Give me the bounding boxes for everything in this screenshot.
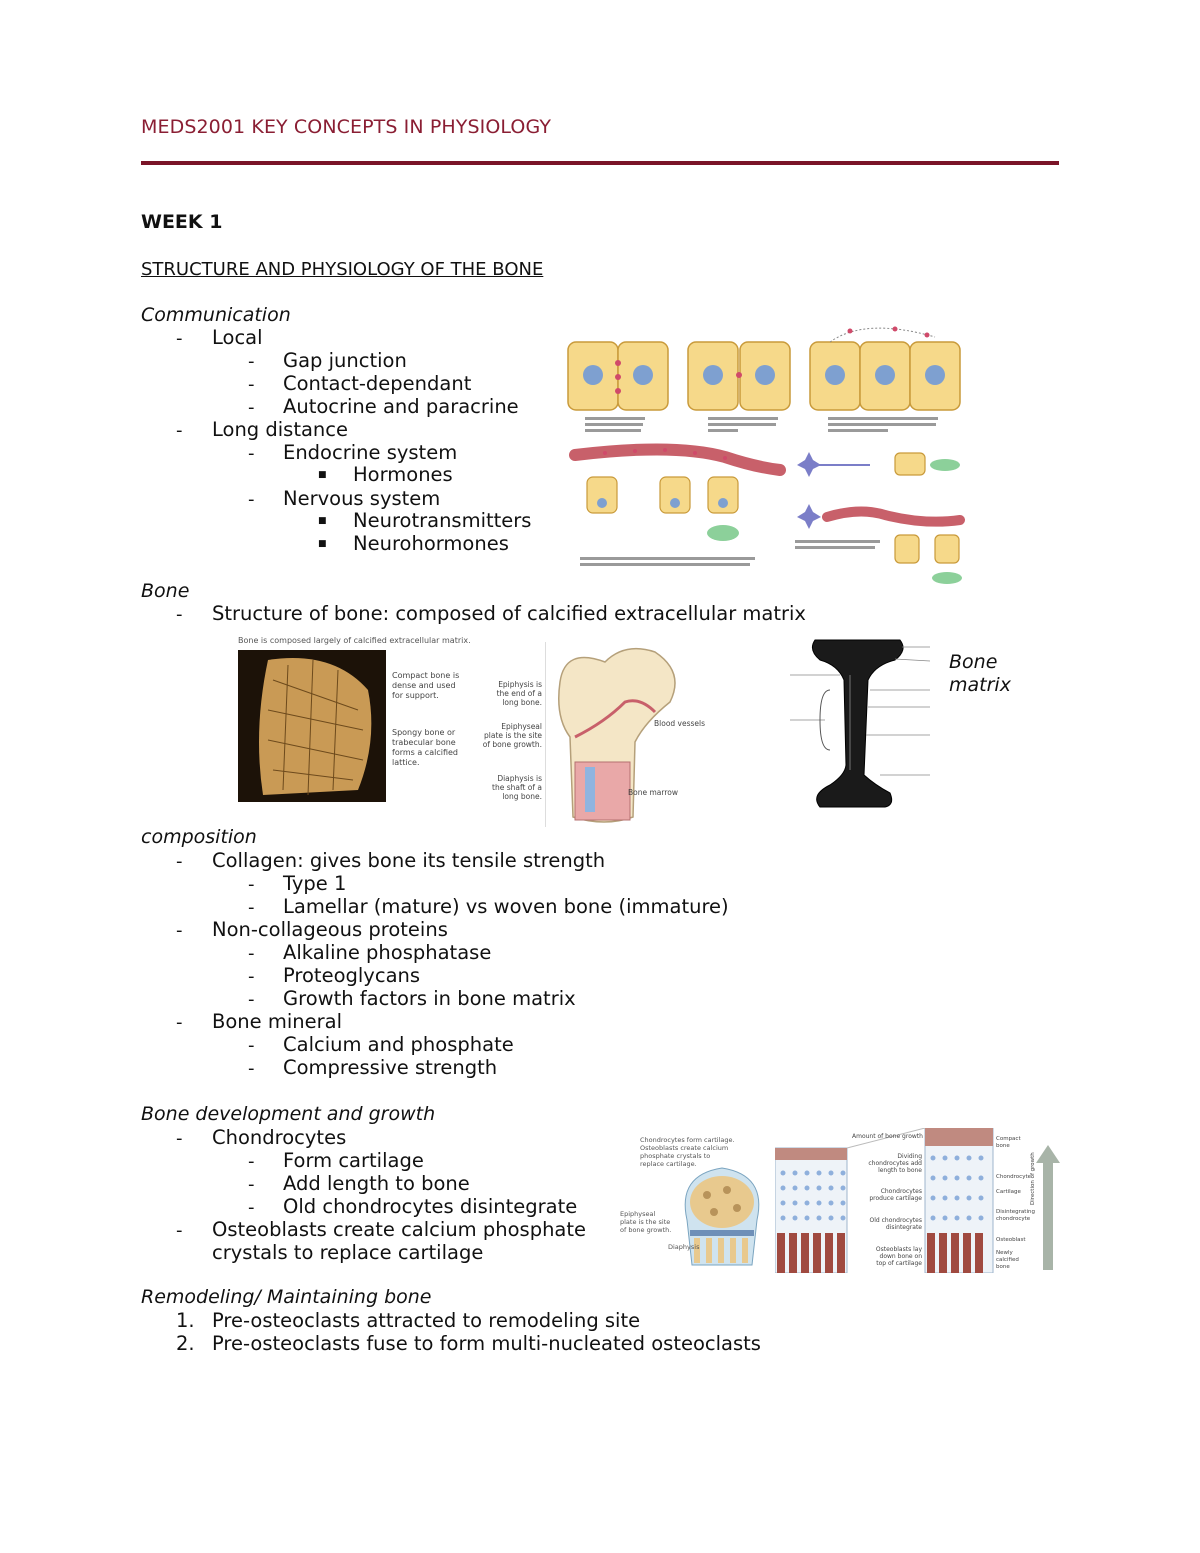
bullet-icon: ■ (318, 470, 327, 480)
list-item: Neurohormones (353, 532, 509, 555)
list-item: Form cartilage (283, 1149, 424, 1172)
list-item: Add length to bone (283, 1172, 470, 1195)
list-item: Autocrine and paracrine (283, 395, 519, 418)
list-item: Growth factors in bone matrix (283, 987, 576, 1010)
epiphysis-cross-section (684, 1167, 760, 1266)
list-item: Bone mineral (212, 1010, 343, 1033)
communication-figure (567, 326, 965, 584)
list-dash: - (248, 943, 255, 964)
list-dash: - (176, 920, 183, 941)
blood-vessels-label: Blood vessels (654, 719, 706, 728)
list-item: Alkaline phosphatase (283, 941, 492, 964)
bone-heading: Bone (141, 580, 190, 602)
list-item: Contact-dependant (283, 372, 472, 395)
list-dash: - (176, 328, 183, 349)
list-item: Long distance (212, 418, 349, 441)
list-item-continuation: crystals to replace cartilage (212, 1241, 484, 1264)
list-item: Local (212, 326, 263, 349)
list-dash: - (248, 1035, 255, 1056)
figure-caption: Bone is composed largely of calcified ex… (238, 636, 471, 645)
list-dash: - (248, 374, 255, 395)
list-item: Proteoglycans (283, 964, 421, 987)
growth-direction-label: Direction of growth (1030, 1152, 1036, 1205)
long-bone-illustration (545, 642, 676, 827)
bone-note-line2: matrix (949, 674, 1011, 696)
spongy-bone-photo (238, 650, 386, 802)
bone-note-line1: Bone (949, 651, 998, 673)
communication-heading: Communication (141, 304, 291, 326)
development-heading: Bone development and growth (141, 1103, 436, 1125)
growth-fig-right-label: Newly calcified bone (996, 1250, 1019, 1270)
list-dash: - (176, 1128, 183, 1149)
list-dash: - (248, 351, 255, 372)
list-dash: - (248, 989, 255, 1010)
bullet-icon: ■ (318, 539, 327, 549)
list-dash: - (176, 1220, 183, 1241)
list-dash: - (176, 851, 183, 872)
document-header: MEDS2001 KEY CONCEPTS IN PHYSIOLOGY (141, 116, 552, 138)
list-item: Compressive strength (283, 1056, 498, 1079)
list-item: Pre-osteoclasts fuse to form multi-nucle… (212, 1332, 761, 1355)
list-dash: - (248, 397, 255, 418)
list-item: Chondrocytes (212, 1126, 347, 1149)
list-dash: - (176, 1012, 183, 1033)
diaphysis-label: Diaphysis is the shaft of a long bone. (492, 774, 542, 801)
list-dash: - (248, 874, 255, 895)
list-item: Nervous system (283, 487, 441, 510)
week-heading: WEEK 1 (141, 211, 223, 233)
list-dash: - (248, 897, 255, 918)
bone-matrix-illustration (790, 639, 931, 808)
list-item: Osteoblasts create calcium phosphate (212, 1218, 587, 1241)
growth-fig-right-label: Osteoblast (996, 1237, 1026, 1243)
list-dash: - (176, 604, 183, 625)
list-dash: - (248, 1058, 255, 1079)
growth-fig-dividing-label: Dividing chondrocytes add length to bone (868, 1153, 922, 1174)
list-dash: - (248, 489, 255, 510)
compact-bone-label: Compact bone is dense and used for suppo… (392, 671, 460, 700)
growth-direction-arrow-icon (1036, 1145, 1060, 1270)
growth-fig-right-label: Cartilage (996, 1189, 1021, 1195)
growth-fig-produce-label: Chondrocytes produce cartilage (869, 1188, 922, 1202)
growth-fig-right-label: Compact bone (996, 1136, 1021, 1149)
header-rule (141, 161, 1059, 165)
list-item: Old chondrocytes disintegrate (283, 1195, 578, 1218)
list-dash: - (248, 443, 255, 464)
list-item: Lamellar (mature) vs woven bone (immatur… (283, 895, 729, 918)
growth-fig-right-label: Disintegrating chondrocyte (996, 1209, 1035, 1222)
epiphysis-label: Epiphysis is the end of a long bone. (496, 680, 542, 707)
list-dash: - (248, 966, 255, 987)
list-item: Calcium and phosphate (283, 1033, 514, 1056)
bullet-icon: ■ (318, 516, 327, 526)
growth-fig-amount-label: Amount of bone growth (852, 1133, 923, 1140)
list-item: Structure of bone: composed of calcified… (212, 602, 806, 625)
list-item: Neurotransmitters (353, 509, 532, 532)
growth-fig-caption: Chondrocytes form cartilage. Osteoblasts… (640, 1136, 735, 1168)
list-item: Hormones (353, 463, 453, 486)
list-item: Pre-osteoclasts attracted to remodeling … (212, 1309, 641, 1332)
list-dash: - (248, 1151, 255, 1172)
list-item: Endocrine system (283, 441, 458, 464)
growth-plate-detail (775, 1128, 994, 1273)
growth-fig-diaphysis-label: Diaphysis (668, 1243, 700, 1251)
list-dash: - (248, 1197, 255, 1218)
list-item: Gap junction (283, 349, 407, 372)
list-item: Type 1 (283, 872, 347, 895)
spongy-bone-label: Spongy bone or trabecular bone forms a c… (392, 728, 458, 767)
list-number: 1. (176, 1309, 195, 1332)
remodeling-heading: Remodeling/ Maintaining bone (141, 1286, 432, 1308)
list-dash: - (176, 420, 183, 441)
bone-marrow-label: Bone marrow (628, 788, 678, 797)
growth-fig-old-label: Old chondrocytes disintegrate (869, 1217, 922, 1231)
list-item: Non-collageous proteins (212, 918, 448, 941)
page-title: STRUCTURE AND PHYSIOLOGY OF THE BONE (141, 259, 544, 280)
composition-heading: composition (141, 826, 257, 848)
list-item: Collagen: gives bone its tensile strengt… (212, 849, 606, 872)
epiphyseal-plate-label: Epiphyseal plate is the site of bone gro… (482, 722, 542, 749)
growth-fig-plate-label: Epiphyseal plate is the site of bone gro… (620, 1210, 672, 1234)
list-dash: - (248, 1174, 255, 1195)
growth-fig-right-label: Chondrocyte (996, 1174, 1031, 1180)
list-number: 2. (176, 1332, 195, 1355)
growth-fig-osteoblasts-label: Osteoblasts lay down bone on top of cart… (875, 1246, 922, 1267)
